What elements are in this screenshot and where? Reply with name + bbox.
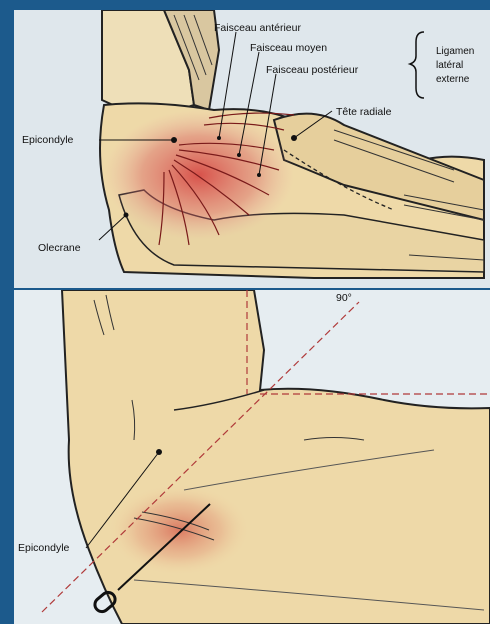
ligament-highlight: [104, 110, 294, 240]
anatomy-panel: Faisceau antérieur Faisceau moyen Faisce…: [14, 10, 490, 288]
label-tete-radiale: Tête radiale: [336, 106, 391, 118]
label-ligament-line2: latéral: [436, 60, 463, 72]
label-ligament-line3: externe: [436, 74, 469, 86]
label-faisceau-moyen: Faisceau moyen: [250, 42, 327, 54]
epicondyle-highlight: [109, 485, 249, 575]
label-ligament-line1: Ligamen: [436, 46, 474, 58]
label-faisceau-anterieur: Faisceau antérieur: [214, 22, 301, 34]
ligament-brace: [410, 32, 424, 98]
label-angle: 90°: [336, 292, 352, 304]
arm-shape: [62, 290, 490, 624]
elbow-flexion-drawing: [14, 290, 490, 624]
label-faisceau-posterieur: Faisceau postérieur: [266, 64, 358, 76]
elbow-flexion-panel: 90° Epicondyle: [14, 290, 490, 624]
label-epicondyle-top: Epicondyle: [22, 134, 73, 146]
label-epicondyle-bottom: Epicondyle: [18, 542, 69, 554]
label-olecrane: Olecrane: [38, 242, 81, 254]
